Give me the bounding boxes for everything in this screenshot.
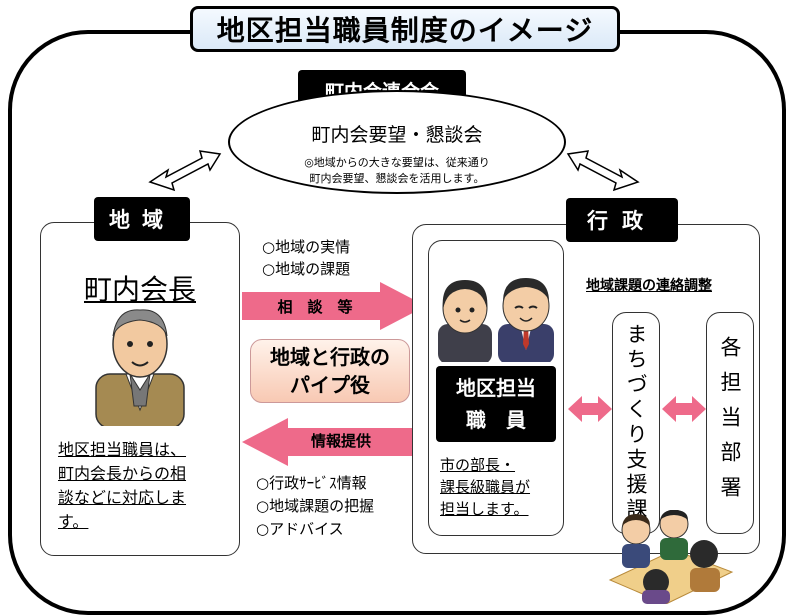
region-desc-4: す。: [58, 512, 89, 531]
upper-item-1: ○地域の実情: [262, 238, 351, 256]
region-desc-2: 町内会長からの相: [58, 464, 187, 483]
ellipse-note-1: ◎地域からの大きな要望は、従来通り: [304, 156, 490, 169]
government-label: 行政: [566, 198, 678, 242]
left-double-arrow: [148, 150, 222, 192]
region-label: 地域: [94, 197, 190, 241]
staff-desc-3: 担当します。: [440, 500, 529, 518]
pipe-line-2: パイプ役: [290, 373, 370, 397]
right-double-arrow: [566, 150, 640, 192]
staff-label-line-2: 職 員: [466, 408, 526, 432]
upper-item-2: ○地域の課題: [262, 260, 351, 278]
meeting-illustration: [608, 510, 734, 604]
lower-item-2: ○地域課題の把握: [256, 497, 375, 515]
ellipse-title: 町内会要望・懇談会: [311, 124, 483, 146]
staff-desc-1: 市の部長・: [440, 456, 516, 474]
region-head-title: 町内会長: [83, 273, 196, 306]
federation-ellipse: [228, 90, 566, 194]
info-arrow: [242, 418, 426, 466]
diagram-title: 地区担当職員制度のイメージ: [190, 6, 620, 52]
departments-box: 各担当部署: [706, 312, 754, 534]
consult-arrow: [242, 282, 426, 330]
staff-desc-2: 課長級職員が: [440, 478, 531, 496]
lower-item-3: ○アドバイス: [256, 520, 344, 538]
info-label: 情報提供: [310, 432, 371, 450]
pipe-role-box: 地域と行政の パイプ役: [250, 339, 410, 403]
chairman-illustration: [95, 309, 185, 426]
support-departments-arrow: [662, 396, 706, 422]
staff-label: 地区担当 職 員: [436, 366, 556, 442]
staff-illustration: [438, 278, 554, 362]
pipe-line-1: 地域と行政の: [270, 345, 390, 369]
ellipse-note-2: 町内会要望、懇談会を活用します。: [309, 172, 485, 185]
lower-item-1: ○行政ｻｰﾋﾞｽ情報: [256, 474, 367, 492]
region-desc-1: 地区担当職員は、: [58, 440, 187, 459]
coordination-label: 地域課題の連絡調整: [586, 278, 712, 294]
staff-support-arrow: [568, 396, 612, 422]
support-section-box: まちづくり支援課: [612, 312, 660, 534]
staff-label-line-1: 地区担当: [456, 376, 536, 400]
consult-label: 相 談 等: [277, 298, 353, 316]
region-desc-3: 談などに対応しま: [58, 488, 187, 507]
